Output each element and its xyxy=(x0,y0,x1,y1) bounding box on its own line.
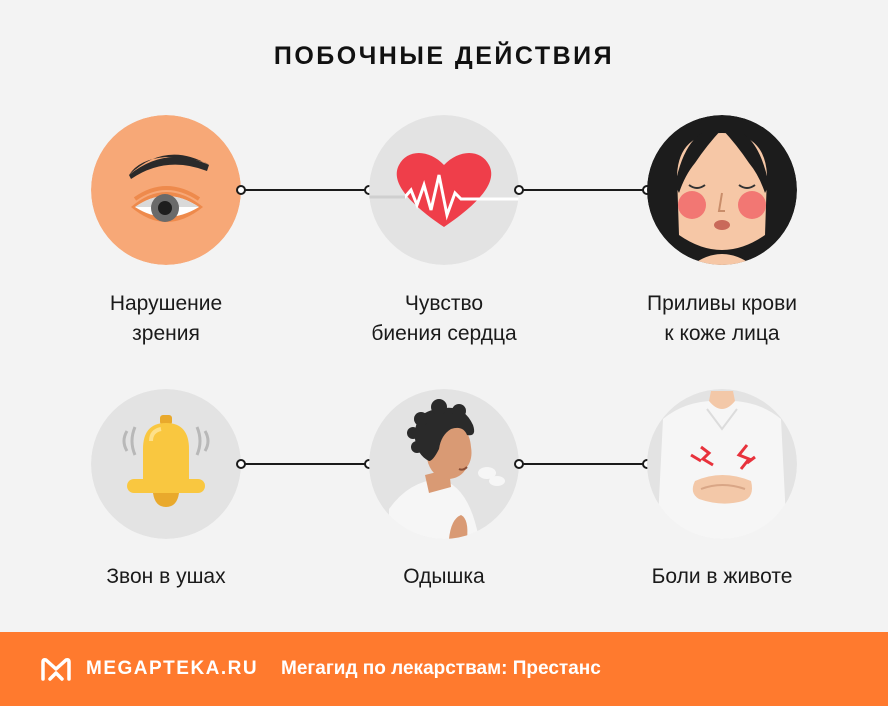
label-line: Нарушение xyxy=(109,292,223,315)
connector-line xyxy=(236,459,374,469)
stomach-pain-icon xyxy=(647,389,797,539)
label-line: Звон в ушах xyxy=(106,565,226,588)
connector-line xyxy=(514,185,652,195)
effect-label-dyspnea: Одышка xyxy=(324,562,564,592)
effect-label-flushing: Приливы крови к коже лица xyxy=(602,289,842,349)
label-line: к коже лица xyxy=(664,322,780,345)
shortness-of-breath-icon xyxy=(369,389,519,539)
page-title: ПОБОЧНЫЕ ДЕЙСТВИЯ xyxy=(273,42,615,70)
megapteka-logo-icon xyxy=(41,658,71,681)
eye-icon xyxy=(91,115,241,265)
effect-label-tinnitus: Звон в ушах xyxy=(46,562,286,592)
connector-line xyxy=(236,185,374,195)
brand-name[interactable]: MEGAPTEKA.RU xyxy=(86,658,259,679)
footer-tagline: Мегагид по лекарствам: Престанс xyxy=(281,658,601,679)
label-line: Одышка xyxy=(403,565,485,588)
effect-label-abdominal-pain: Боли в животе xyxy=(602,562,842,592)
bell-icon xyxy=(91,389,241,539)
label-line: Приливы крови xyxy=(646,292,797,315)
footer-bar: MEGAPTEKA.RU Мегагид по лекарствам: Прес… xyxy=(0,632,888,706)
effects-row-2 xyxy=(0,389,888,539)
label-line: Чувство xyxy=(404,292,484,315)
connector-line xyxy=(514,459,652,469)
effect-label-heartbeat: Чувство биения сердца xyxy=(324,289,564,349)
label-line: Боли в животе xyxy=(651,565,793,588)
effect-label-vision: Нарушение зрения xyxy=(46,289,286,349)
label-line: биения сердца xyxy=(371,322,517,345)
heartbeat-icon xyxy=(369,115,519,265)
label-line: зрения xyxy=(132,322,200,345)
effects-row-1 xyxy=(0,115,888,265)
flushed-face-icon xyxy=(647,115,797,265)
